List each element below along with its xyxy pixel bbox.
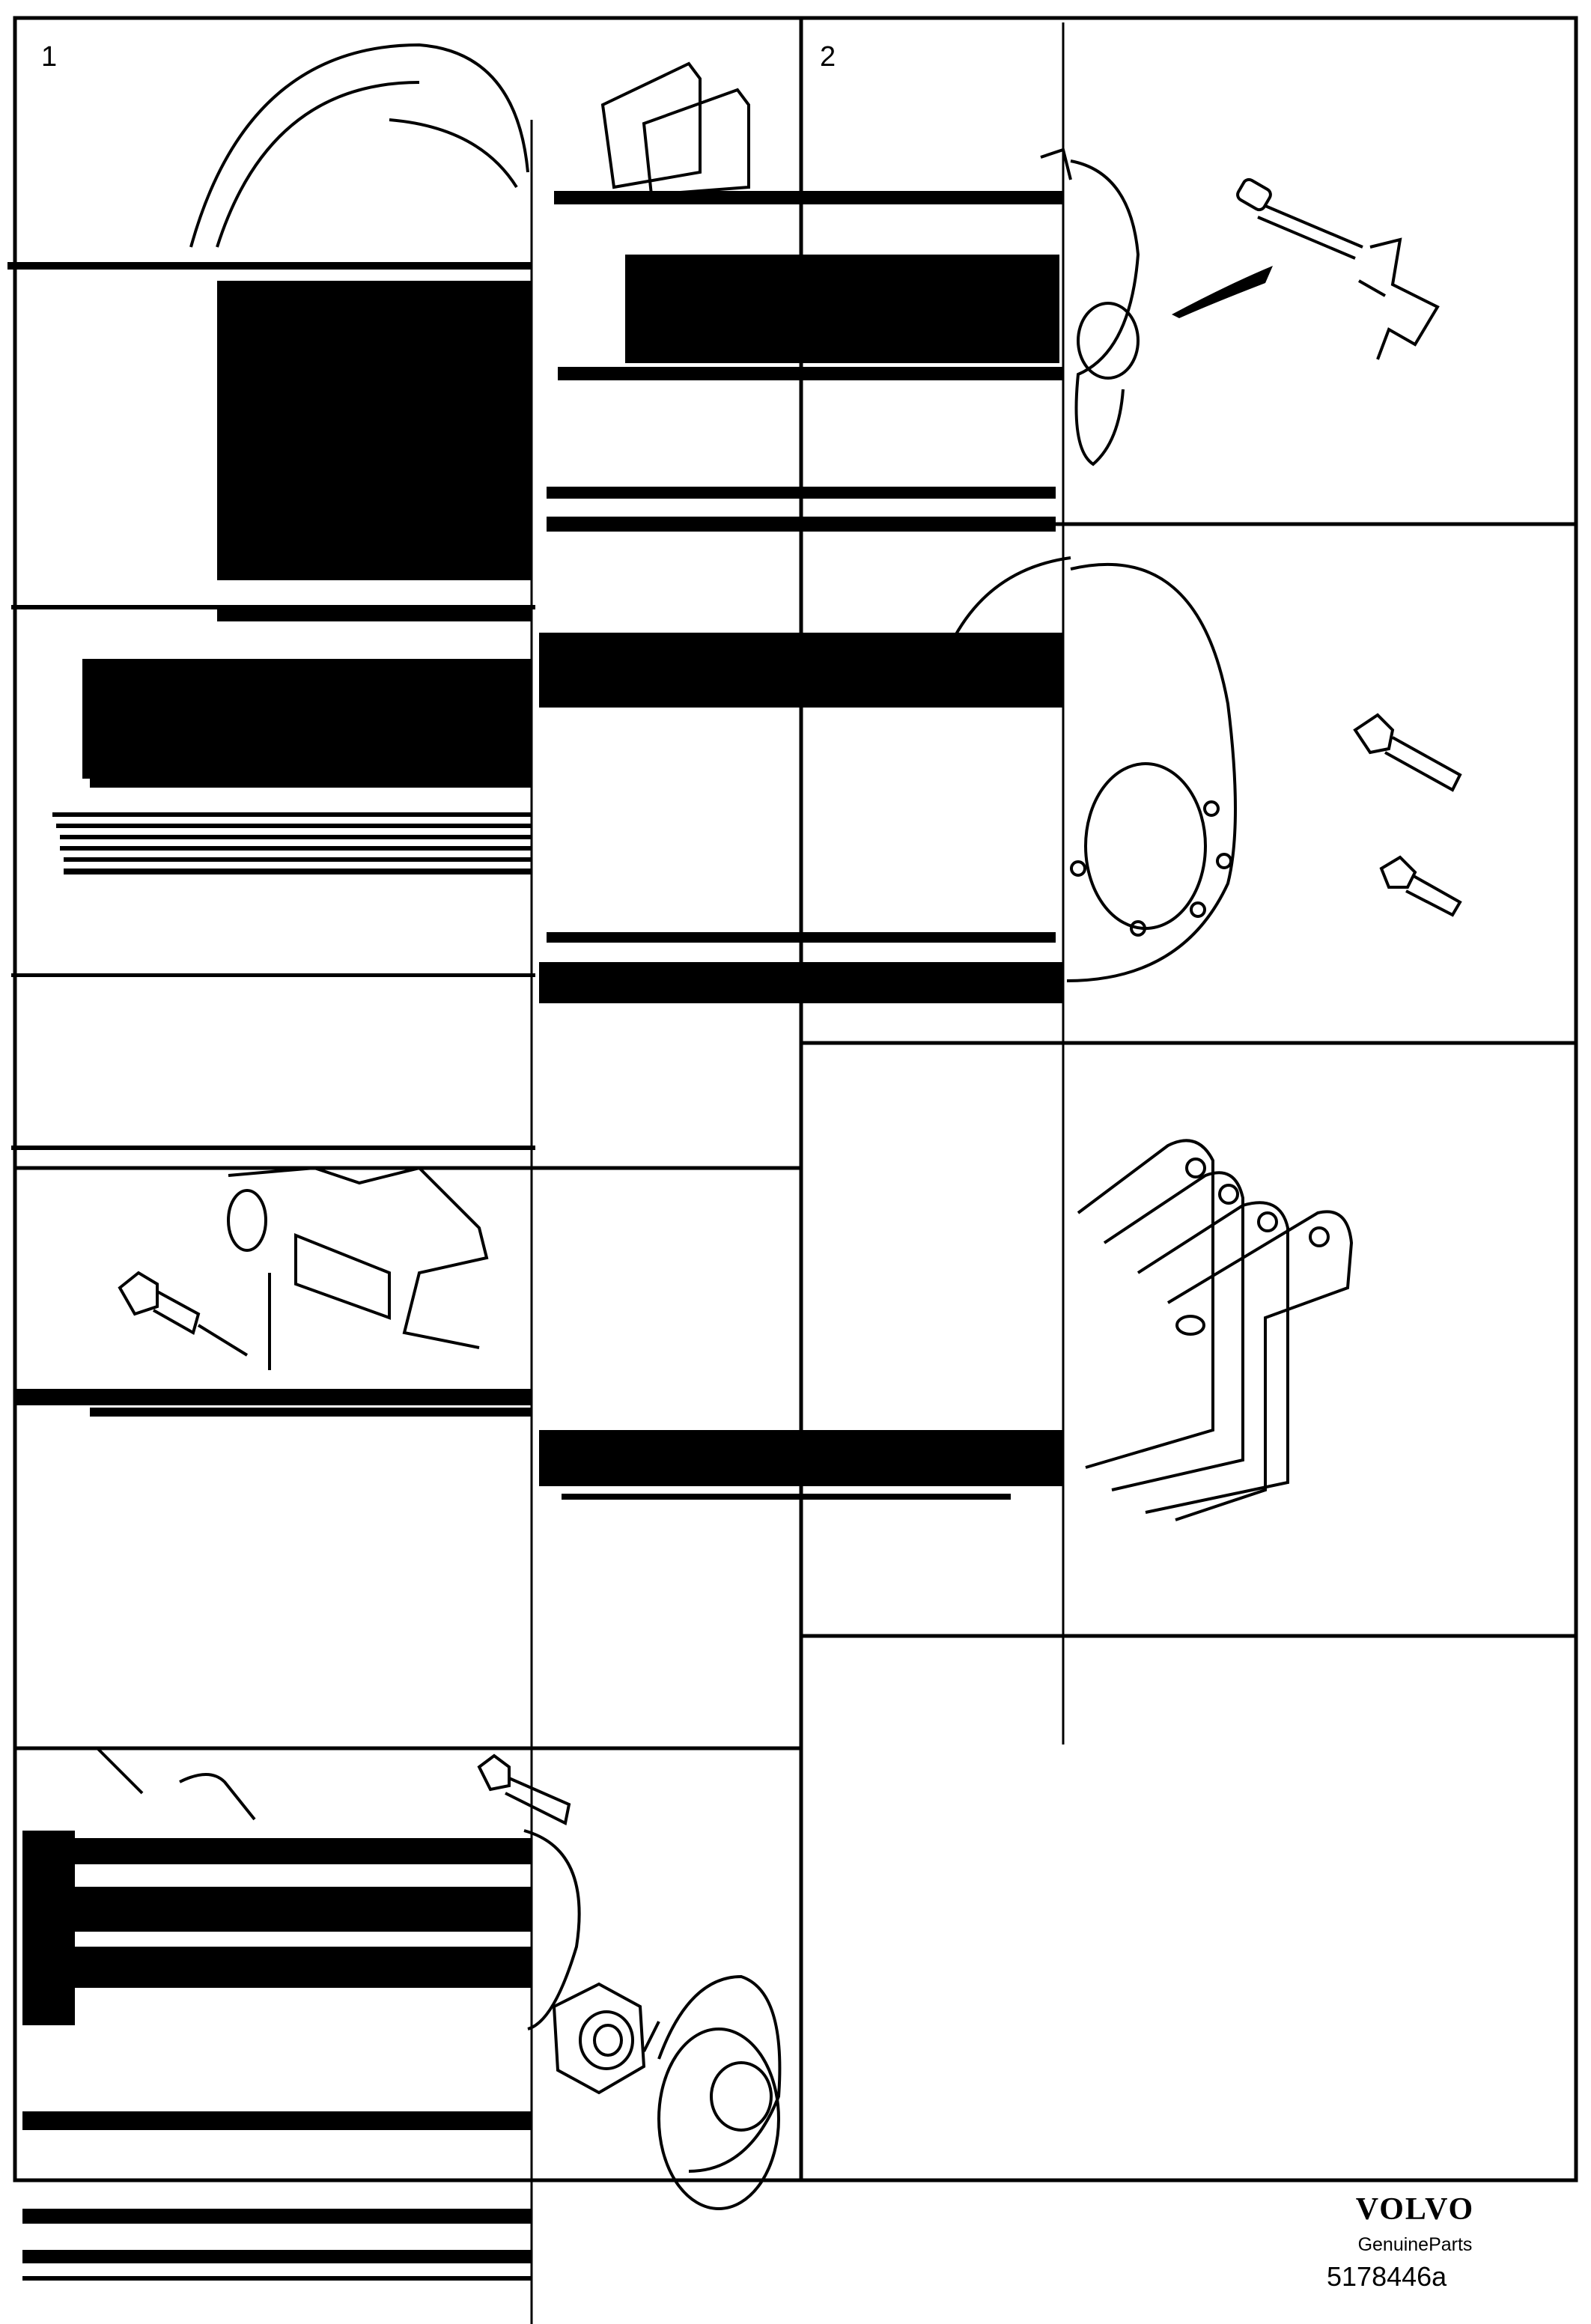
bracket-bolt-drawing [118,1271,249,1357]
arrow-drawing [1172,266,1273,318]
brake-pad-set-drawing [1077,1139,1354,1521]
scan-artifact-bands [7,191,1063,2281]
brand-block: VOLVO GenuineParts [1273,2194,1557,2256]
panel-number-1: 1 [41,41,58,73]
guide-bolt-drawing [1236,177,1363,260]
brake-disc-drawing [189,43,529,248]
brake-pads-small-drawing [600,61,750,197]
diagram-reference-code: 5178446a [1327,2261,1447,2292]
hub-nut-drawing [552,1982,646,2095]
grid-frame [13,16,1578,2182]
caliper-bracket-drawing [227,1166,489,1370]
hub-cap-drawing [642,1974,782,2210]
scan-column-edges [530,22,1065,2324]
flange-bolt-1-drawing [1353,713,1462,792]
flange-bolt-2-drawing [1379,855,1462,917]
hub-drawing [96,1747,581,2031]
brand-subtitle: GenuineParts [1357,2234,1473,2255]
hub-bolt-drawing [477,1753,571,1825]
spring-clip-drawing [1358,237,1440,360]
brand-logo: VOLVO [1355,2192,1475,2227]
panel-number-2: 2 [820,41,836,73]
caliper-drawing [1040,147,1140,466]
brake-disc-right-drawing [949,556,1237,982]
